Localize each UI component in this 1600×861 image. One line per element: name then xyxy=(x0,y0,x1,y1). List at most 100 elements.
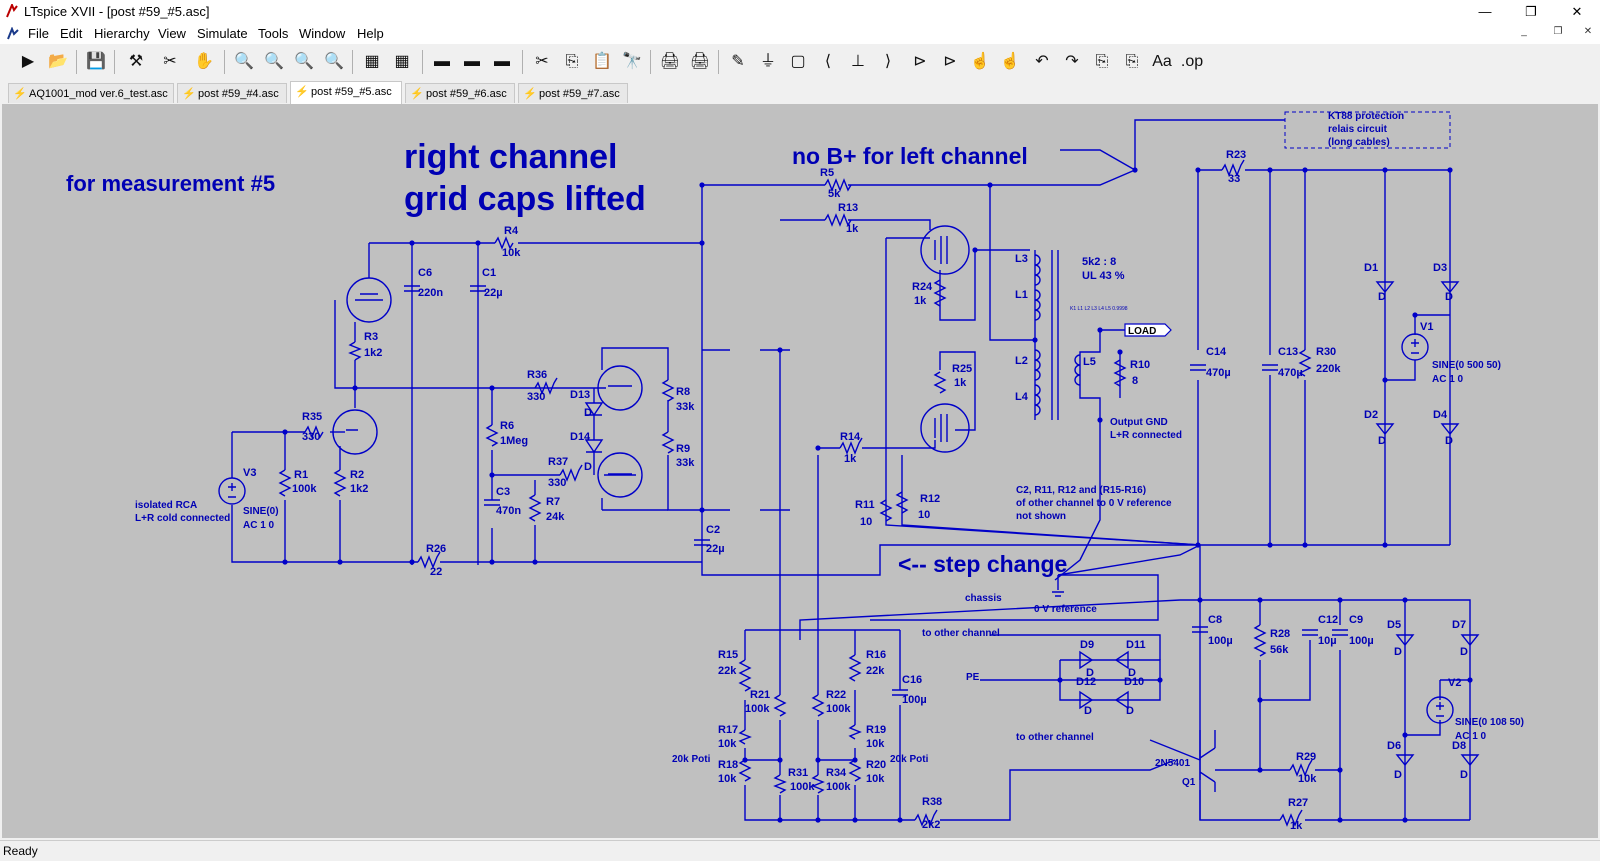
component-ref-r36[interactable]: R36 xyxy=(527,369,547,381)
component-value-r31[interactable]: 100k xyxy=(790,781,815,793)
component-value-c8[interactable]: 100µ xyxy=(1208,635,1233,647)
component-ref-c1[interactable]: C1 xyxy=(482,267,496,279)
redo-button[interactable]: ↷ xyxy=(1065,53,1079,70)
component-value-r15[interactable]: 22k xyxy=(718,665,737,677)
component-value-d9[interactable]: D xyxy=(1086,667,1094,679)
minimize-button[interactable]: — xyxy=(1478,4,1492,19)
menu-edit[interactable]: Edit xyxy=(60,26,83,41)
component-value-d3[interactable]: D xyxy=(1445,291,1453,303)
copy-button[interactable]: ⎘ xyxy=(565,53,579,70)
component-ref-r23[interactable]: R23 xyxy=(1226,149,1246,161)
draw-wire-button[interactable]: ▬ xyxy=(494,53,510,70)
cascade-button[interactable]: ▬ xyxy=(434,53,450,70)
open-button[interactable]: 📂 xyxy=(48,53,68,70)
tile-v-button[interactable]: ▦ xyxy=(394,53,410,70)
component-value-r18[interactable]: 10k xyxy=(718,773,737,785)
component-ref-r25[interactable]: R25 xyxy=(952,363,972,375)
component-ref-r17[interactable]: R17 xyxy=(718,724,738,736)
component-ref-r19[interactable]: R19 xyxy=(866,724,886,736)
mdi-restore-button[interactable]: ❐ xyxy=(1553,26,1563,37)
cut-button[interactable]: ✂ xyxy=(535,53,549,70)
pan-button[interactable]: ✋ xyxy=(194,53,214,70)
component-ref-c8[interactable]: C8 xyxy=(1208,614,1222,626)
mdi-minimize-button[interactable]: _ xyxy=(1521,26,1527,37)
component-value-d4[interactable]: D xyxy=(1445,435,1453,447)
component-ref-r1[interactable]: R1 xyxy=(294,469,308,481)
component-value-c13[interactable]: 470µ xyxy=(1278,367,1303,379)
component-value-d5[interactable]: D xyxy=(1394,646,1402,658)
component-ref-r24[interactable]: R24 xyxy=(912,281,933,293)
halt-button[interactable]: ✂ xyxy=(163,53,177,70)
component-ref-r20[interactable]: R20 xyxy=(866,759,886,771)
component-value-r29[interactable]: 10k xyxy=(1298,773,1317,785)
component-value-r14[interactable]: 1k xyxy=(844,453,857,465)
component-ref-d13[interactable]: D13 xyxy=(570,389,590,401)
component-ref-r15[interactable]: R15 xyxy=(718,649,738,661)
component-value-r23[interactable]: 33 xyxy=(1228,173,1240,185)
component-value-r25[interactable]: 1k xyxy=(954,377,967,389)
component-value-d1[interactable]: D xyxy=(1378,291,1386,303)
component-ref-d11[interactable]: D11 xyxy=(1126,639,1146,651)
component-value-r17[interactable]: 10k xyxy=(718,738,737,750)
component-ref-r9[interactable]: R9 xyxy=(676,443,690,455)
component-ref-l4[interactable]: L4 xyxy=(1015,391,1029,403)
component-ref-d6[interactable]: D6 xyxy=(1387,740,1401,752)
component-value-r38[interactable]: 2k2 xyxy=(922,819,940,831)
component-value-r22[interactable]: 100k xyxy=(826,703,851,715)
component-ref-r35[interactable]: R35 xyxy=(302,411,322,423)
component-ref-l1[interactable]: L1 xyxy=(1015,289,1028,301)
component-ref-r37[interactable]: R37 xyxy=(548,456,568,468)
capacitor-button[interactable]: ⊥ xyxy=(851,53,865,70)
component-value-r10[interactable]: 8 xyxy=(1132,375,1138,387)
component-value-c6[interactable]: 220n xyxy=(418,287,443,299)
find-button[interactable]: 🔭 xyxy=(622,53,642,70)
component-value-r5[interactable]: 5k xyxy=(828,188,841,200)
component-ref-l5[interactable]: L5 xyxy=(1083,356,1096,368)
tile-h-button[interactable]: ▦ xyxy=(364,53,380,70)
component-ref-r13[interactable]: R13 xyxy=(838,202,858,214)
component-value-c9[interactable]: 100µ xyxy=(1349,635,1374,647)
zoom-area-button[interactable]: 🔍 xyxy=(264,53,284,70)
component-ref-c9[interactable]: C9 xyxy=(1349,614,1363,626)
component-ref-r3[interactable]: R3 xyxy=(364,331,378,343)
tab-post59-6[interactable]: ⚡post #59_#6.asc xyxy=(405,83,515,103)
component-ref-c12[interactable]: C12 xyxy=(1318,614,1338,626)
component-ref-c6[interactable]: C6 xyxy=(418,267,432,279)
component-ref-d10[interactable]: D10 xyxy=(1124,676,1144,688)
print-button[interactable]: 🖨 xyxy=(659,53,681,70)
spice-directive-button[interactable]: .op xyxy=(1180,53,1204,70)
component-ref-r4[interactable]: R4 xyxy=(504,225,519,237)
save-button[interactable]: 💾 xyxy=(86,53,106,70)
component-ref-r14[interactable]: R14 xyxy=(840,431,861,443)
component-value-r7[interactable]: 24k xyxy=(546,511,565,523)
menu-file[interactable]: File xyxy=(28,26,49,41)
component-ref-d2[interactable]: D2 xyxy=(1364,409,1378,421)
maximize-button[interactable]: ❐ xyxy=(1525,4,1537,19)
component-value-c14[interactable]: 470µ xyxy=(1206,367,1231,379)
component-ref-d1[interactable]: D1 xyxy=(1364,262,1378,274)
component-ref-c14[interactable]: C14 xyxy=(1206,346,1227,358)
run-button[interactable]: ▶ xyxy=(21,53,35,70)
component-value-d6[interactable]: D xyxy=(1394,769,1402,781)
inductor-button[interactable]: ⟩ xyxy=(884,53,892,70)
tab-post59-5[interactable]: ⚡post #59_#5.asc xyxy=(290,81,402,104)
component-ref-c13[interactable]: C13 xyxy=(1278,346,1298,358)
component-value-d2[interactable]: D xyxy=(1378,435,1386,447)
component-value-r19[interactable]: 10k xyxy=(866,738,885,750)
component-ref-d4[interactable]: D4 xyxy=(1433,409,1448,421)
component-ref-d7[interactable]: D7 xyxy=(1452,619,1466,631)
component-value-r20[interactable]: 10k xyxy=(866,773,885,785)
component-ref-r26[interactable]: R26 xyxy=(426,543,446,555)
component-value-d7[interactable]: D xyxy=(1460,646,1468,658)
component-ref-v2[interactable]: V2 xyxy=(1448,677,1461,689)
component-ref-d5[interactable]: D5 xyxy=(1387,619,1401,631)
resistor-button[interactable]: ⟨ xyxy=(824,53,832,70)
paste-button[interactable]: 📋 xyxy=(592,53,612,70)
label-net-button[interactable]: ▢ xyxy=(790,53,806,70)
mdi-close-button[interactable]: ✕ xyxy=(1583,26,1593,37)
component-ref-d3[interactable]: D3 xyxy=(1433,262,1447,274)
component-ref-r7[interactable]: R7 xyxy=(546,496,560,508)
component-ref-d9[interactable]: D9 xyxy=(1080,639,1094,651)
component-value-r3[interactable]: 1k2 xyxy=(364,347,382,359)
component-ref-r11[interactable]: R11 xyxy=(855,499,875,511)
